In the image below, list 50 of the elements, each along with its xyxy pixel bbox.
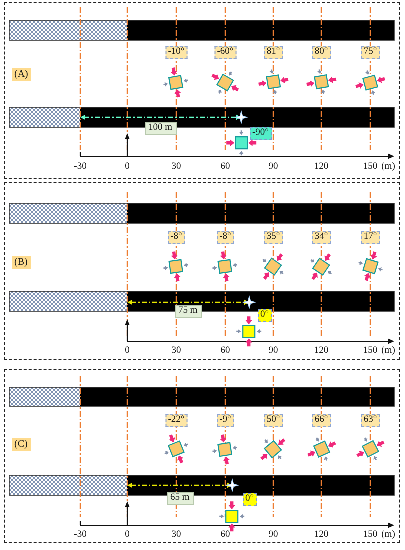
distance-label: 100 m — [144, 122, 177, 134]
axis-tick-label: 120 — [314, 162, 329, 172]
axis-tick-label: 120 — [314, 530, 329, 540]
angle-label: 50° — [264, 414, 284, 426]
panel-frame — [4, 369, 400, 543]
angle-label: -10° — [165, 46, 188, 58]
angle-label: 0° — [258, 308, 272, 322]
angle-label: 66° — [312, 414, 332, 426]
axis-tick-label: 150 — [363, 530, 378, 540]
angle-label: -22° — [165, 414, 188, 426]
axis-tick-label: 90 — [268, 530, 278, 540]
axis-tick-label: 120 — [314, 346, 329, 356]
axis-unit-label: (m) — [382, 346, 396, 356]
axis-tick-label: 30 — [172, 162, 182, 172]
angle-label: 81° — [264, 46, 284, 58]
angle-label: -8° — [216, 230, 234, 244]
axis-unit-label: (m) — [382, 530, 396, 540]
panel-label: (B) — [12, 256, 31, 268]
axis-tick-label: 0 — [125, 530, 130, 540]
angle-label: 34° — [312, 230, 332, 244]
axis-tick-label: 90 — [268, 346, 278, 356]
angle-label: -60° — [214, 46, 237, 58]
panel-label: (A) — [12, 68, 32, 80]
axis-tick-label: 30 — [172, 346, 182, 356]
axis-tick-label: 60 — [220, 162, 230, 172]
panel-label: (C) — [12, 438, 31, 450]
angle-label: 0° — [242, 492, 258, 506]
angle-label: 75° — [360, 46, 380, 58]
angle-label: -8° — [168, 230, 186, 244]
axis-tick-label: 30 — [172, 530, 182, 540]
angle-label: -9° — [216, 414, 234, 426]
axis-tick-label: 150 — [363, 162, 378, 172]
axis-tick-label: 90 — [268, 162, 278, 172]
axis-tick-label: -30 — [74, 162, 87, 172]
angle-label: 17° — [360, 230, 380, 244]
axis-tick-label: 0 — [125, 346, 130, 356]
axis-tick-label: 60 — [220, 530, 230, 540]
angle-label: -90° — [250, 126, 272, 140]
axis-unit-label: (m) — [382, 162, 396, 172]
axis-tick-label: 0 — [125, 162, 130, 172]
angle-label: 63° — [360, 414, 380, 426]
panel-frame — [4, 182, 400, 360]
panel-frame — [4, 2, 400, 179]
axis-tick-label: 150 — [363, 346, 378, 356]
distance-label: 75 m — [174, 304, 202, 318]
axis-tick-label: 60 — [220, 346, 230, 356]
angle-label: 35° — [264, 230, 284, 244]
distance-label: 65 m — [166, 492, 194, 504]
angle-label: 80° — [312, 46, 332, 58]
axis-tick-label: -30 — [74, 530, 87, 540]
